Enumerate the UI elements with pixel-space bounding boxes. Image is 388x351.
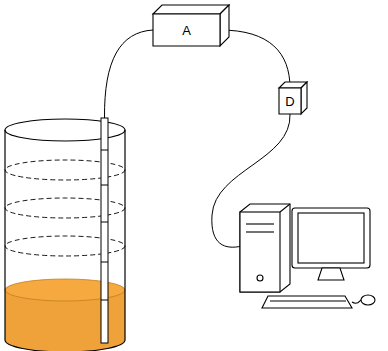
graduated-cylinder xyxy=(5,119,125,351)
probe-wire xyxy=(104,30,153,118)
box-label: A xyxy=(182,24,191,37)
signal-wire xyxy=(220,30,290,88)
cube-face xyxy=(153,14,220,46)
cube-box: D xyxy=(279,88,301,114)
sensor-probe xyxy=(101,118,108,343)
cube-box: A xyxy=(153,14,220,46)
computer xyxy=(240,204,375,308)
cube-face xyxy=(279,88,301,114)
cube-face xyxy=(153,5,229,14)
cube-face xyxy=(301,82,307,114)
box-label: D xyxy=(285,95,294,108)
cube-face xyxy=(220,5,229,46)
